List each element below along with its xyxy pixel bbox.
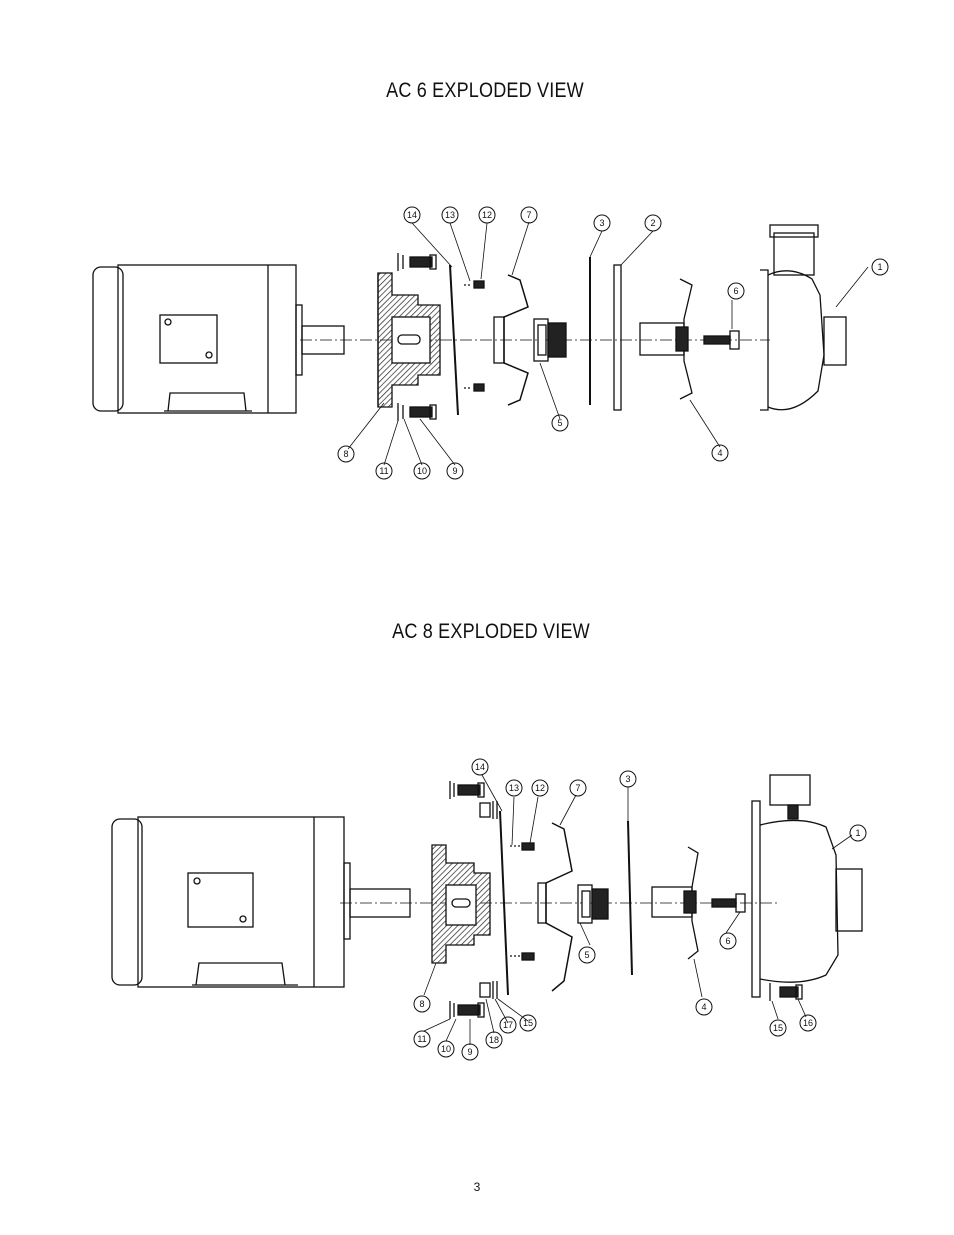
bolts-9-10-11	[397, 253, 437, 421]
callout-8	[337, 445, 355, 463]
label-13: 13	[509, 783, 519, 793]
label-15-left: 15	[523, 1018, 533, 1028]
pump-casing	[760, 224, 847, 411]
callout-4	[695, 998, 713, 1016]
label-6: 6	[733, 286, 738, 296]
label-2: 2	[650, 218, 655, 228]
callout-11	[413, 1030, 431, 1048]
label-12: 12	[482, 210, 492, 220]
label-11: 11	[379, 466, 388, 476]
mechanical-seal	[533, 318, 567, 362]
label-14: 14	[407, 210, 417, 220]
callout-2	[644, 214, 662, 232]
label-5: 5	[584, 950, 589, 960]
callout-12	[478, 206, 496, 224]
callout-17	[499, 1016, 517, 1034]
callout-13	[441, 206, 459, 224]
pump-casing	[751, 774, 863, 998]
ac8-exploded-drawing: 1 3 4 5 6 7 8 9 10 11 12 13 14 15 15 16 …	[111, 758, 867, 1061]
label-8: 8	[419, 999, 424, 1009]
label-7: 7	[526, 210, 531, 220]
callout-10	[413, 462, 431, 480]
callout-11	[375, 462, 393, 480]
motor	[111, 816, 411, 988]
label-16: 16	[803, 1018, 813, 1028]
callout-3	[593, 214, 611, 232]
label-9: 9	[452, 466, 457, 476]
label-10: 10	[441, 1044, 451, 1054]
callout-6	[719, 932, 737, 950]
label-1: 1	[855, 828, 860, 838]
callout-5	[551, 414, 569, 432]
callout-7	[569, 779, 587, 797]
callout-1	[871, 258, 889, 276]
label-17: 17	[503, 1020, 513, 1030]
callout-6	[727, 282, 745, 300]
ac6-exploded-diagram: 1 2 3 4 5 6 7 8 9 10 11 12 13 14	[0, 195, 954, 495]
ac6-callouts	[337, 206, 889, 480]
callout-12	[531, 779, 549, 797]
callout-8	[413, 995, 431, 1013]
label-1: 1	[877, 262, 882, 272]
label-4: 4	[717, 448, 722, 458]
label-14: 14	[475, 762, 485, 772]
label-3: 3	[599, 218, 604, 228]
callout-5	[578, 946, 596, 964]
label-5: 5	[557, 418, 562, 428]
ac6-exploded-drawing: 1 2 3 4 5 6 7 8 9 10 11 12 13 14	[92, 206, 889, 480]
label-13: 13	[445, 210, 455, 220]
label-4: 4	[701, 1002, 706, 1012]
page-number: 3	[473, 1180, 481, 1194]
callout-15-left	[519, 1014, 537, 1032]
callout-14	[403, 206, 421, 224]
label-11: 11	[417, 1034, 426, 1044]
label-9: 9	[467, 1047, 472, 1057]
label-18: 18	[489, 1035, 499, 1045]
ac6-callout-labels: 1 2 3 4 5 6 7 8 9 10 11 12 13 14	[343, 210, 882, 476]
label-8: 8	[343, 449, 348, 459]
callout-7	[520, 206, 538, 224]
callout-10	[437, 1040, 455, 1058]
label-3: 3	[625, 774, 630, 784]
label-7: 7	[575, 783, 580, 793]
callout-1	[849, 824, 867, 842]
ac8-callouts	[413, 758, 867, 1061]
callout-3	[619, 770, 637, 788]
label-6: 6	[725, 936, 730, 946]
label-10: 10	[417, 466, 427, 476]
callout-14	[471, 758, 489, 776]
motor	[92, 264, 345, 414]
callout-13	[505, 779, 523, 797]
ac8-diagram-title: AC 8 EXPLODED VIEW	[392, 620, 590, 643]
ac8-exploded-diagram: 1 3 4 5 6 7 8 9 10 11 12 13 14 15 15 16 …	[0, 755, 954, 1075]
callout-4	[711, 444, 729, 462]
ac6-diagram-title: AC 6 EXPLODED VIEW	[386, 79, 584, 102]
impeller	[639, 278, 693, 400]
callout-18	[485, 1031, 503, 1049]
callout-9	[461, 1043, 479, 1061]
label-12: 12	[535, 783, 545, 793]
adapter	[377, 272, 441, 408]
adapter	[431, 844, 491, 964]
ac8-callout-labels: 1 3 4 5 6 7 8 9 10 11 12 13 14 15 15 16 …	[417, 762, 860, 1057]
callout-16	[799, 1014, 817, 1032]
callout-15-right	[769, 1019, 787, 1037]
callout-9	[446, 462, 464, 480]
label-15-right: 15	[773, 1023, 783, 1033]
